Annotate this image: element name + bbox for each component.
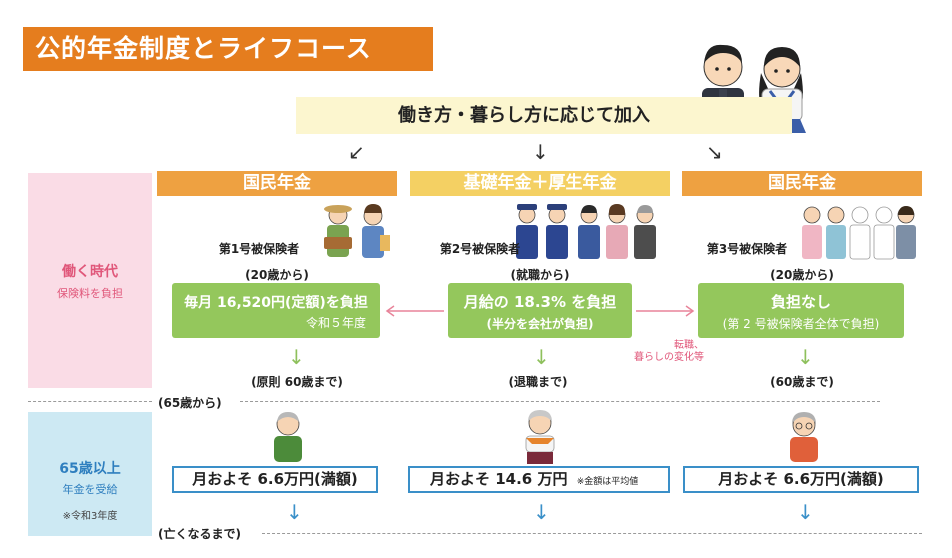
arrow-down-left-icon: ↙ xyxy=(348,140,365,164)
arrow-down-icon: ↓ xyxy=(532,140,549,164)
elderly-woman-glasses-illustration xyxy=(790,412,818,462)
separator-left xyxy=(28,401,152,402)
contribution-3-note: (第 2 号被保険者全体で負担) xyxy=(722,317,880,331)
pension-amount-2-value: 月およそ 14.6 万円 xyxy=(430,470,568,488)
end-age-1: (原則 60歳まで) xyxy=(251,375,343,389)
column-header-employee-pension: 基礎年金＋厚生年金 xyxy=(410,171,670,196)
self-employed-workers-illustration xyxy=(324,204,390,258)
green-down-arrow-icon: ↓ xyxy=(533,345,550,369)
column-header-national-pension-1: 国民年金 xyxy=(157,171,397,196)
separator-line xyxy=(240,401,880,402)
blue-down-arrow-icon: ↓ xyxy=(797,500,814,524)
blue-down-arrow-icon: ↓ xyxy=(286,500,303,524)
contribution-1-year: 令和５年度 xyxy=(305,316,366,330)
start-age-1: (20歳から) xyxy=(245,268,309,282)
contribution-2-note: (半分を会社が負担) xyxy=(486,317,594,331)
pension-amount-1: 月およそ 6.6万円(満額) xyxy=(172,466,378,493)
insured-type-3-label: 第3号被保険者 xyxy=(706,242,788,256)
end-age-3: (60歳まで) xyxy=(770,375,834,389)
retirement-band: 65歳以上 年金を受給 ※令和3年度 xyxy=(28,412,152,536)
start-age-3: (20歳から) xyxy=(770,268,834,282)
transition-note-line2: 暮らしの変化等 xyxy=(634,352,704,363)
column-header-national-pension-3: 国民年金 xyxy=(682,171,922,196)
contribution-box-1: 毎月 16,520円(定額)を負担 令和５年度 xyxy=(172,283,380,338)
pension-amount-2-note: ※金額は平均値 xyxy=(576,477,639,487)
insured-type-2-label: 第2号被保険者 xyxy=(439,242,521,256)
elderly-woman-illustration xyxy=(525,410,555,464)
retirement-subtitle: 年金を受給 xyxy=(62,483,118,496)
transfer-left-arrow-icon xyxy=(385,305,444,317)
pension-amount-2: 月およそ 14.6 万円 ※金額は平均値 xyxy=(408,466,670,493)
pension-amount-3: 月およそ 6.6万円(満額) xyxy=(683,466,919,493)
contribution-box-2: 月給の 18.3% を負担 (半分を会社が負担) xyxy=(448,283,632,338)
retirement-title: 65歳以上 xyxy=(59,461,121,477)
working-period-title: 働く時代 xyxy=(62,264,118,280)
contribution-2-text: 月給の 18.3% を負担 xyxy=(463,293,617,311)
transition-note: 転職、 暮らしの変化等 xyxy=(594,340,704,364)
working-period-subtitle: 保険料を負担 xyxy=(57,287,123,300)
arrow-down-right-icon: ↘ xyxy=(706,140,723,164)
page-title: 公的年金制度とライフコース xyxy=(23,27,433,71)
elderly-man-illustration xyxy=(274,412,302,462)
transfer-right-arrow-icon xyxy=(636,305,695,317)
dependent-spouses-illustration xyxy=(802,206,916,260)
intro-banner: 働き方・暮らし方に応じて加入 xyxy=(296,97,792,134)
contribution-1-text: 毎月 16,520円(定額)を負担 xyxy=(184,295,368,311)
green-down-arrow-icon: ↓ xyxy=(288,345,305,369)
green-down-arrow-icon: ↓ xyxy=(797,345,814,369)
blue-down-arrow-icon: ↓ xyxy=(533,500,550,524)
end-age-2: (退職まで) xyxy=(508,375,568,389)
age-65-label: (65歳から) xyxy=(158,396,222,410)
working-period-band: 働く時代 保険料を負担 xyxy=(28,173,152,388)
insured-type-1-label: 第1号被保険者 xyxy=(218,242,300,256)
start-age-2: (就職から) xyxy=(510,268,570,282)
retirement-note: ※令和3年度 xyxy=(62,511,118,522)
until-death-label: (亡くなるまで) xyxy=(158,527,241,541)
bottom-dashed-line xyxy=(262,533,922,534)
contribution-box-3: 負担なし (第 2 号被保険者全体で負担) xyxy=(698,283,904,338)
transition-note-line1: 転職、 xyxy=(674,340,704,351)
company-employees-illustration xyxy=(516,204,656,259)
contribution-3-text: 負担なし xyxy=(770,293,831,311)
